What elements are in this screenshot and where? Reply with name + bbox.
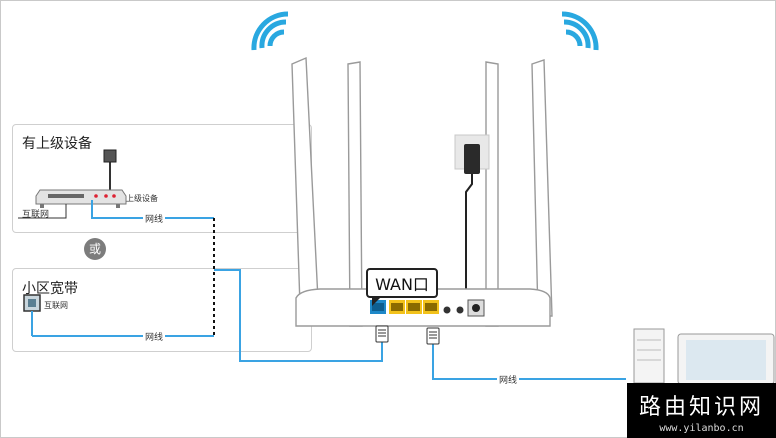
wifi-signal-left-icon xyxy=(251,11,289,51)
watermark-url: www.yilanbo.cn xyxy=(659,423,744,434)
wan-port-callout: WAN口 xyxy=(366,268,438,298)
community-internet-label: 互联网 xyxy=(44,301,68,310)
watermark-brand: 路由知识网 xyxy=(638,395,764,420)
wall-socket-icon xyxy=(23,294,41,336)
computer-tower-icon xyxy=(633,328,665,384)
wan-callout-pointer xyxy=(372,298,380,306)
network-cables xyxy=(32,200,626,380)
upstream-cable-label: 网线 xyxy=(143,212,166,225)
community-cable-label: 网线 xyxy=(143,330,166,343)
community-panel-title: 小区宽带 xyxy=(22,281,78,297)
or-badge: 或 xyxy=(84,238,106,260)
upstream-panel-title: 有上级设备 xyxy=(22,136,92,152)
rj45-plug-lan-icon xyxy=(426,327,440,345)
upstream-device-label: 上级设备 xyxy=(126,194,158,203)
power-adapter-icon xyxy=(454,134,490,292)
upstream-device-icon xyxy=(35,149,127,208)
router-antennas xyxy=(291,56,553,327)
upstream-internet-label: 互联网 xyxy=(22,210,50,220)
pc-cable-label: 网线 xyxy=(497,373,520,386)
laptop-icon xyxy=(677,333,775,385)
watermark: 路由知识网 www.yilanbo.cn xyxy=(627,383,776,438)
router-body xyxy=(295,288,551,327)
wifi-signal-right-icon xyxy=(561,11,599,51)
rj45-plug-wan-icon xyxy=(375,325,389,343)
